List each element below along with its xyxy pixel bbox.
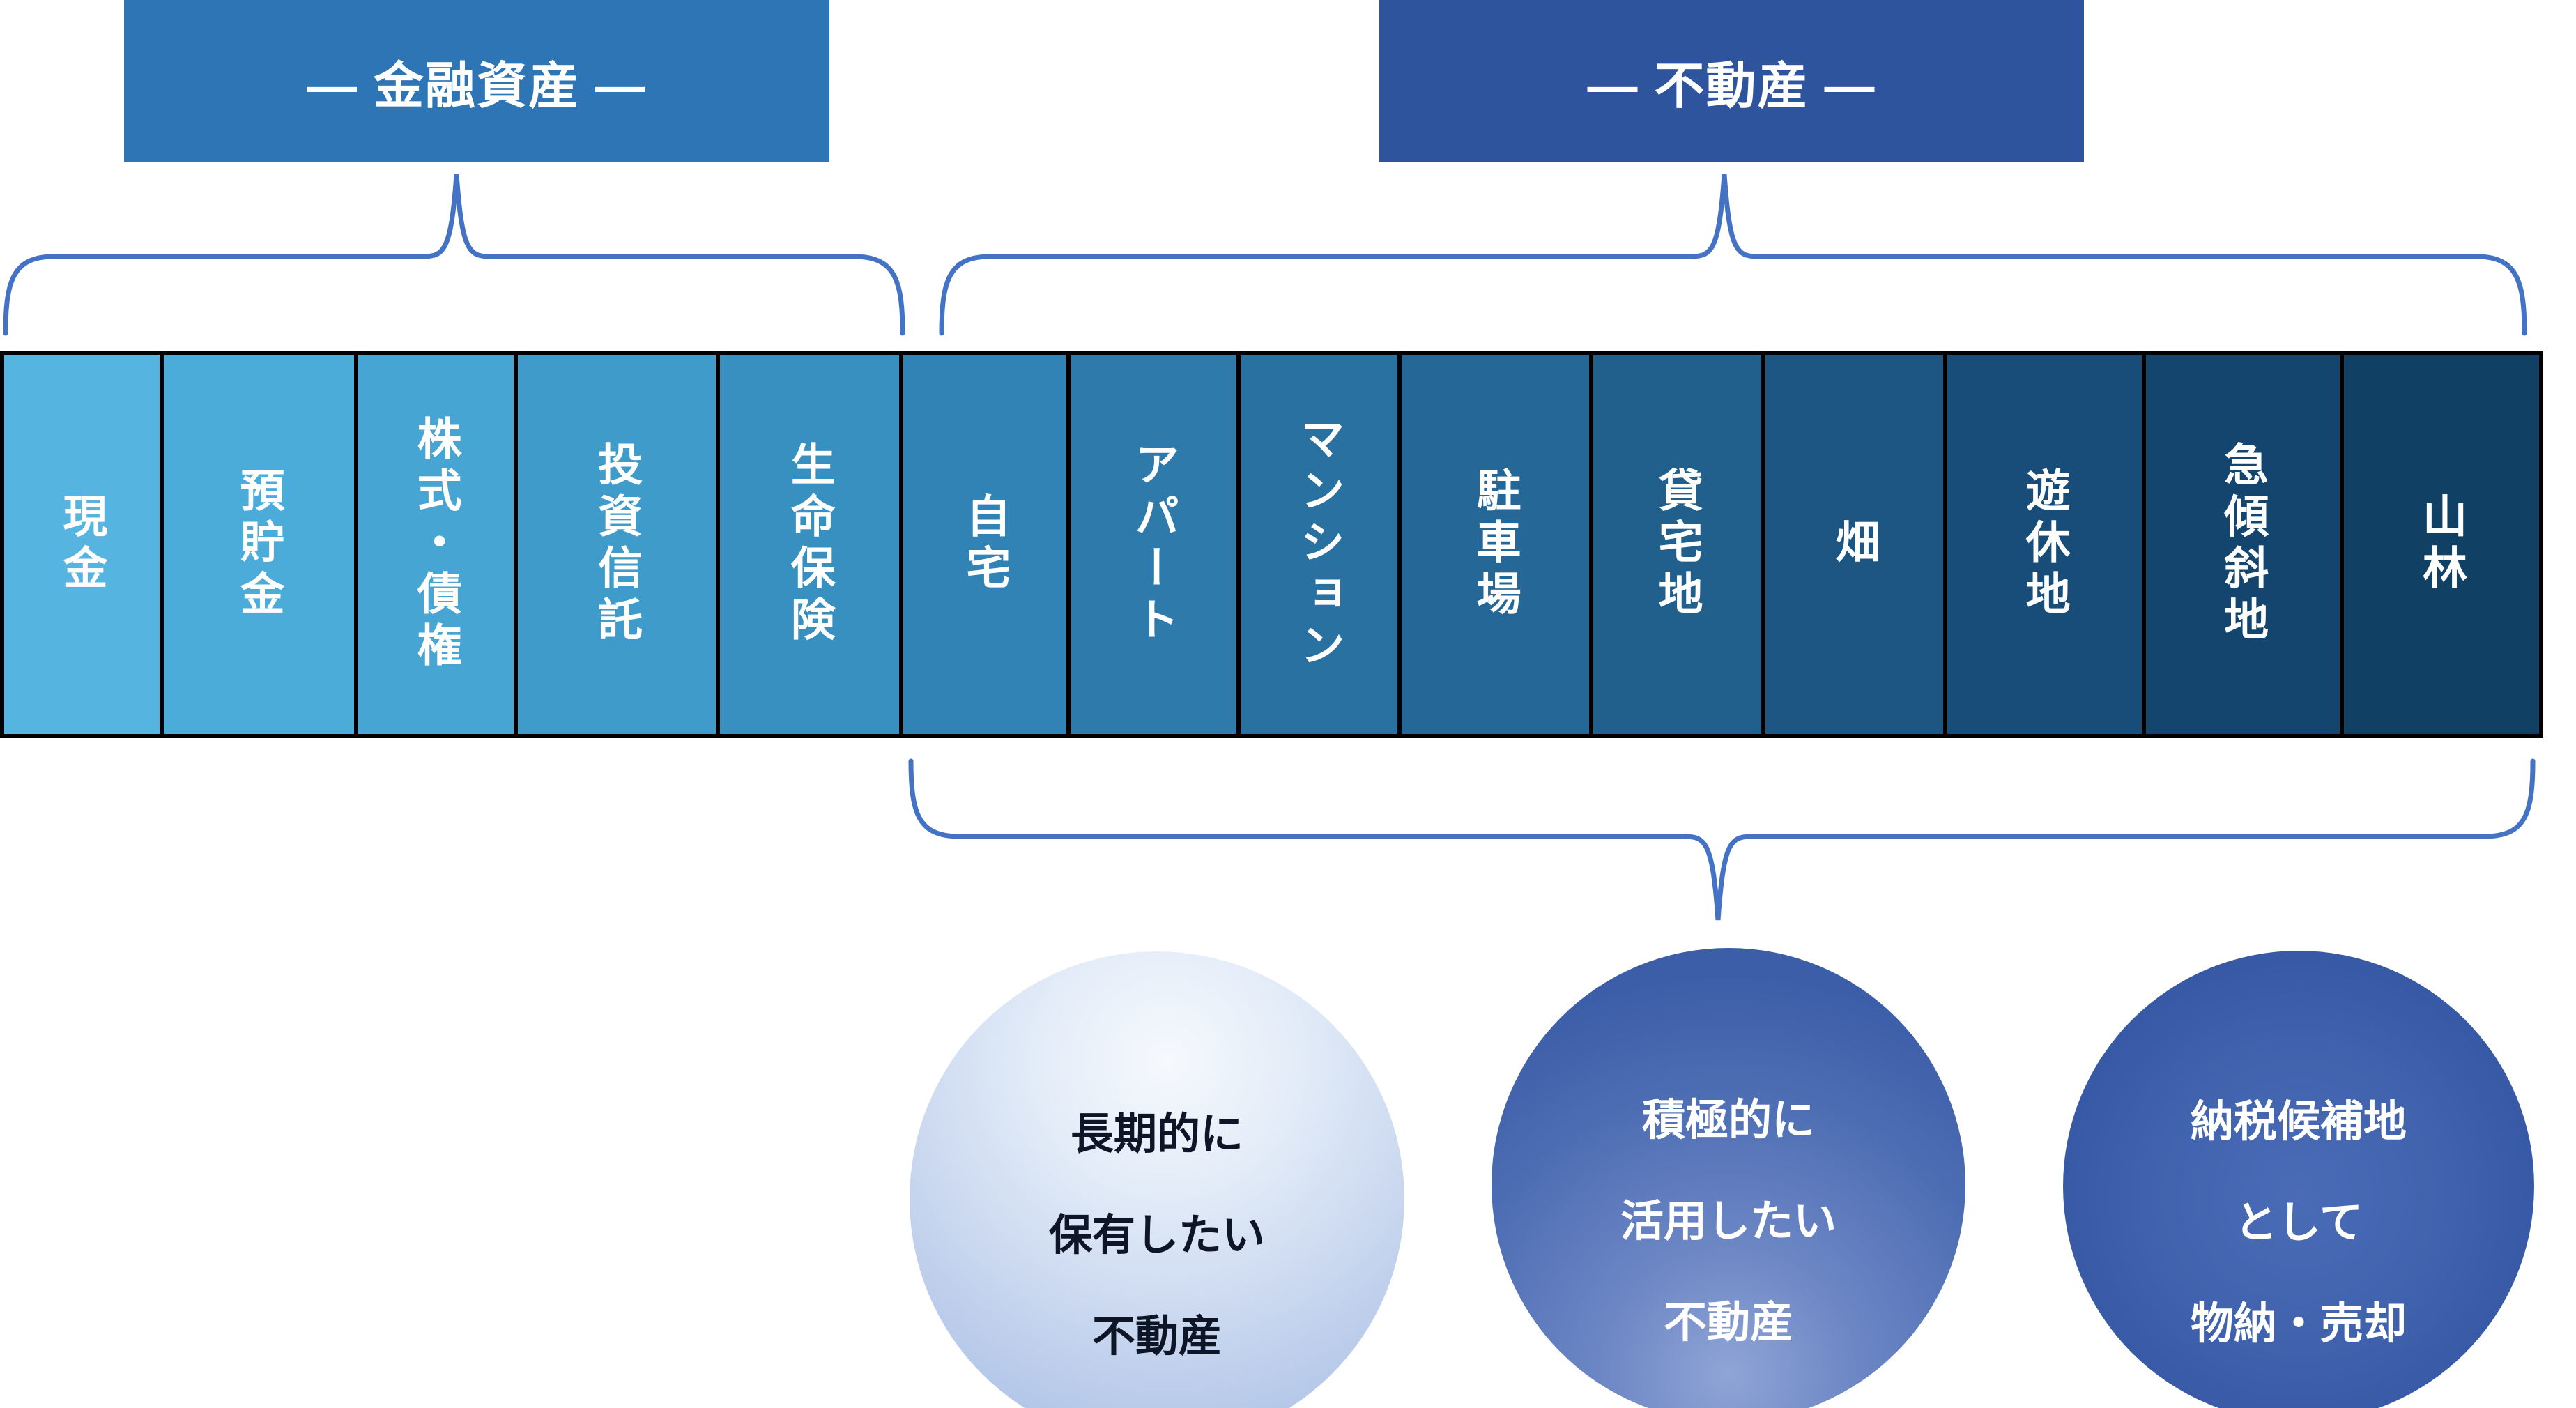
- asset-cell-label: 株式・債権: [411, 415, 461, 673]
- asset-cell-apartment: アパート: [1071, 355, 1237, 734]
- asset-cell-label: 自宅: [960, 493, 1011, 596]
- brace-real-estate-icon: [939, 174, 2527, 336]
- brace-financial-assets-icon: [3, 174, 905, 336]
- asset-cell-label: 山林: [2416, 493, 2467, 596]
- asset-cell-label: 現金: [56, 493, 107, 596]
- circle-text-line: 積極的に: [1641, 1096, 1815, 1145]
- brace-real-estate-bottom-icon: [908, 758, 2536, 921]
- asset-cell-own-home: 自宅: [903, 355, 1067, 734]
- asset-cell-stocks-bonds: 株式・債権: [358, 355, 514, 734]
- circle-hold-long-term: 長期的に 保有したい 不動産: [910, 951, 1404, 1408]
- circle-text-line: 納税候補地: [2190, 1097, 2407, 1146]
- header-financial-assets: ― 金融資産 ―: [124, 0, 829, 162]
- asset-cell-idle-land: 遊休地: [1947, 355, 2142, 734]
- asset-cell-label: 遊休地: [2019, 467, 2070, 622]
- asset-cell-life-insurance: 生命保険: [720, 355, 900, 734]
- circle-text: 長期的に 保有したい 不動産: [1049, 1084, 1265, 1387]
- asset-cell-leased-land: 貸宅地: [1593, 355, 1761, 734]
- circle-text: 納税候補地 として 物納・売却: [2191, 1071, 2407, 1375]
- asset-cell-deposits: 預貯金: [164, 355, 355, 734]
- asset-cell-label: 急傾斜地: [2218, 441, 2269, 648]
- asset-cell-steep-slope: 急傾斜地: [2146, 355, 2340, 734]
- asset-cell-parking-lot: 駐車場: [1402, 355, 1590, 734]
- asset-cell-forest: 山林: [2344, 355, 2539, 734]
- asset-cell-label: 生命保険: [784, 441, 835, 648]
- asset-cell-label: アパート: [1128, 441, 1179, 648]
- circle-text-line: 物納・売却: [2190, 1299, 2407, 1348]
- circle-text-line: 活用したい: [1620, 1197, 1837, 1246]
- asset-cell-field: 畑: [1765, 355, 1944, 734]
- asset-cell-label: 預貯金: [233, 467, 284, 622]
- circle-text-line: として: [2234, 1198, 2363, 1247]
- circle-text-line: 不動産: [1091, 1312, 1222, 1361]
- asset-cell-label: 貸宅地: [1652, 467, 1703, 622]
- asset-cell-cash: 現金: [4, 355, 160, 734]
- asset-cell-mansion: マンション: [1241, 355, 1398, 734]
- asset-cell-investment-trust: 投資信託: [518, 355, 716, 734]
- asset-cell-label: 駐車場: [1470, 467, 1521, 622]
- asset-cell-label: 投資信託: [592, 441, 643, 648]
- circle-tax-payment-candidate: 納税候補地 として 物納・売却: [2063, 951, 2534, 1408]
- asset-cell-label: 畑: [1829, 519, 1880, 570]
- circle-text: 積極的に 活用したい 不動産: [1620, 1070, 1837, 1373]
- circle-use-actively: 積極的に 活用したい 不動産: [1492, 948, 1965, 1408]
- asset-row: 現金 預貯金 株式・債権 投資信託 生命保険 自宅 アパート マンション 駐車場…: [0, 351, 2543, 738]
- circle-text-line: 不動産: [1663, 1298, 1793, 1347]
- header-real-estate: ― 不動産 ―: [1379, 0, 2084, 162]
- asset-cell-label: マンション: [1294, 415, 1344, 673]
- circle-text-line: 保有したい: [1048, 1211, 1265, 1260]
- circle-text-line: 長期的に: [1070, 1110, 1243, 1158]
